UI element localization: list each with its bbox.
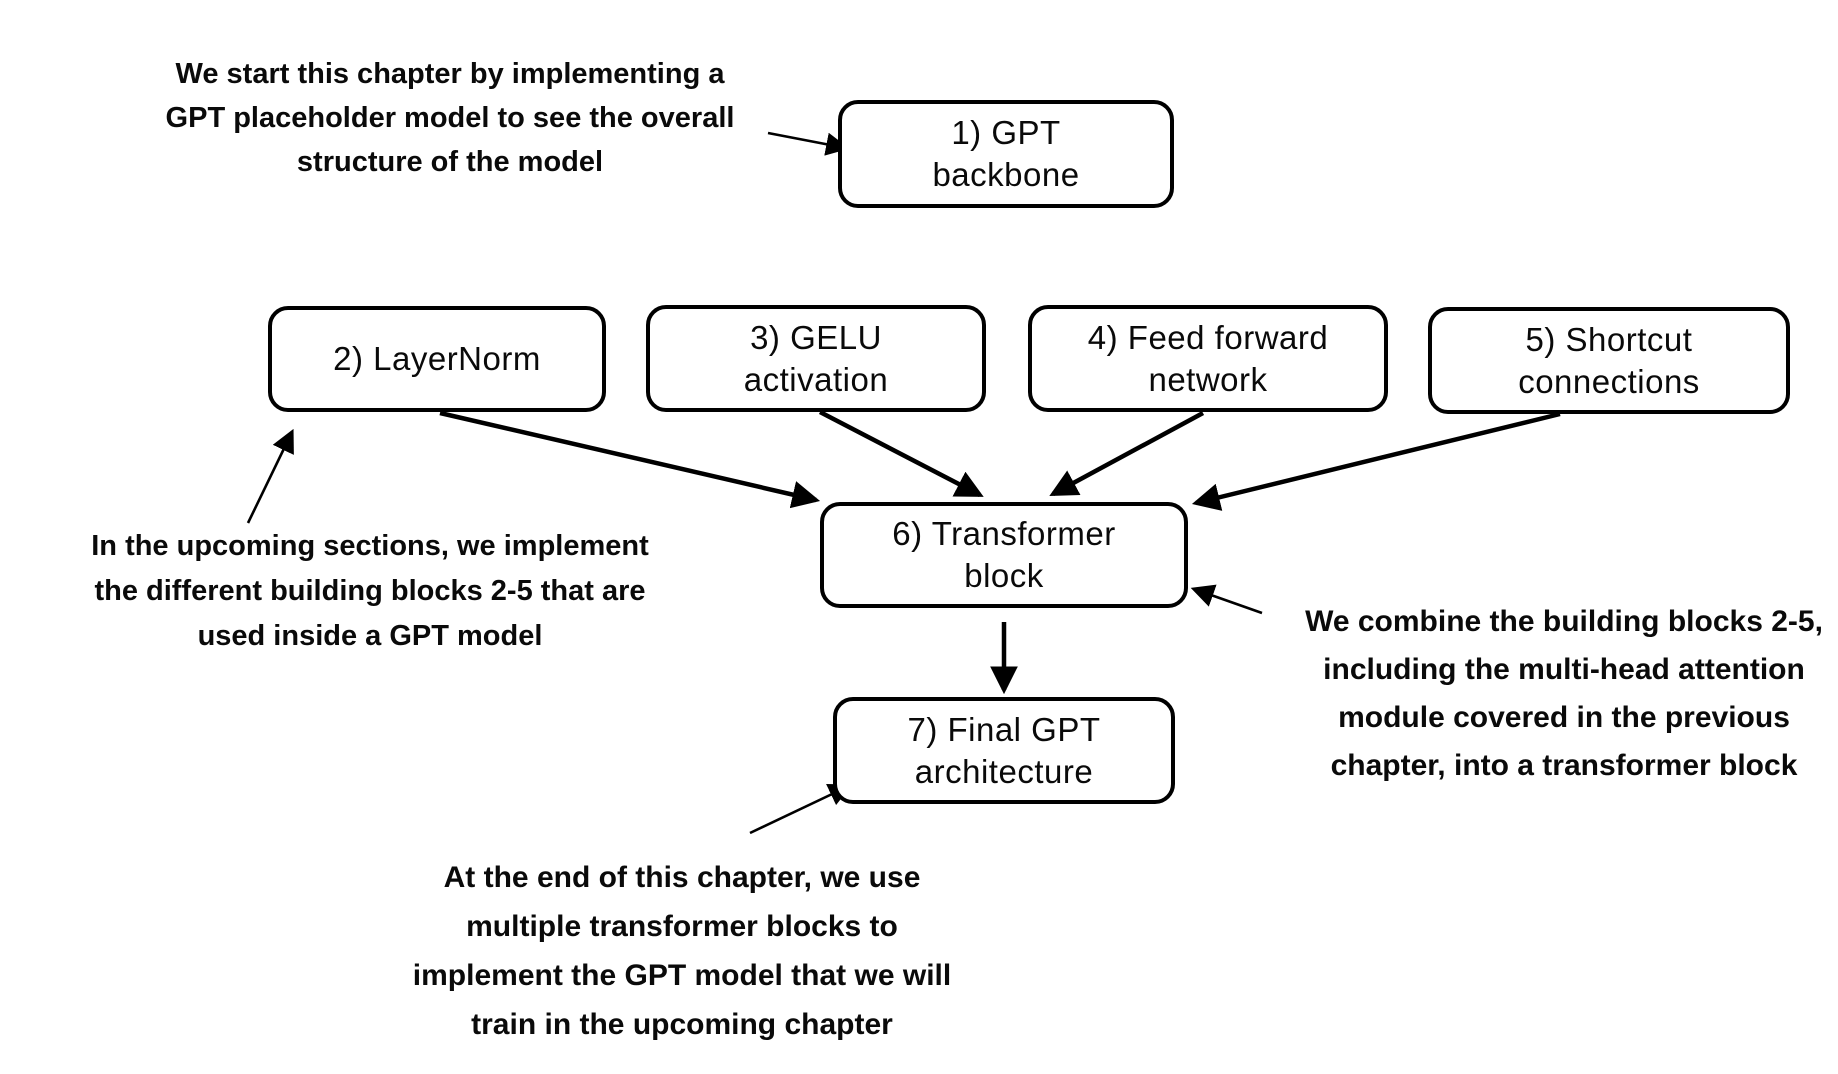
arrow-feedforward-to-transformer-block: [1049, 411, 1205, 496]
note-final-architecture: At the end of this chapter, we use multi…: [352, 853, 1012, 1049]
arrow-note-to-final-gpt: [749, 783, 853, 835]
box-feed-forward-network: 4) Feed forward network: [1028, 305, 1388, 412]
note-building-blocks: In the upcoming sections, we implement t…: [70, 524, 670, 659]
box-gelu-label-line1: 3) GELU: [750, 318, 882, 356]
note-final-architecture-line3: implement the GPT model that we will: [412, 959, 952, 992]
box-feedforward-label-line2: network: [1148, 360, 1268, 398]
note-building-blocks-line2: the different building blocks 2-5 that a…: [94, 575, 646, 607]
note-building-blocks-line1: In the upcoming sections, we implement: [91, 530, 649, 562]
note-gpt-backbone-line2: GPT placeholder model to see the overall: [165, 102, 735, 134]
note-gpt-backbone: We start this chapter by implementing a …: [140, 52, 760, 184]
box-gelu-label-line2: activation: [743, 360, 889, 398]
note-building-blocks-line3: used inside a GPT model: [197, 620, 543, 652]
note-final-architecture-line4: train in the upcoming chapter: [471, 1008, 893, 1041]
arrow-note-to-gpt-backbone: [767, 131, 850, 156]
box-shortcut-label-line2: connections: [1518, 362, 1700, 400]
box-shortcut-label-line1: 5) Shortcut: [1525, 320, 1693, 358]
box-final-gpt-label-line2: architecture: [914, 752, 1094, 790]
box-gpt-backbone-label-line1: 1) GPT: [951, 114, 1061, 151]
box-gpt-backbone: 1) GPT backbone: [838, 100, 1174, 208]
arrow-note-to-transformer-block: [1190, 584, 1263, 615]
note-transformer-block: We combine the building blocks 2-5, incl…: [1288, 598, 1838, 790]
note-final-architecture-line1: At the end of this chapter, we use: [443, 861, 921, 894]
arrow-shortcut-to-transformer-block: [1191, 411, 1561, 511]
note-transformer-line4: chapter, into a transformer block: [1330, 749, 1798, 782]
box-final-gpt-architecture: 7) Final GPT architecture: [833, 697, 1175, 804]
note-gpt-backbone-line3: structure of the model: [296, 146, 604, 178]
note-transformer-line3: module covered in the previous: [1338, 701, 1790, 734]
arrow-gelu-to-transformer-block: [818, 410, 984, 497]
note-gpt-backbone-line1: We start this chapter by implementing a: [175, 58, 725, 90]
box-layernorm: 2) LayerNorm: [268, 306, 606, 412]
arrow-note-to-layernorm: [246, 428, 294, 524]
box-shortcut-connections: 5) Shortcut connections: [1428, 307, 1790, 414]
box-gelu-activation: 3) GELU activation: [646, 305, 986, 412]
note-transformer-line1: We combine the building blocks 2-5,: [1305, 605, 1823, 638]
note-transformer-line2: including the multi-head attention: [1323, 653, 1805, 686]
box-transformer-label-line2: block: [964, 557, 1044, 594]
box-transformer-block: 6) Transformer block: [820, 502, 1188, 608]
arrow-layernorm-to-transformer-block: [439, 410, 821, 509]
box-transformer-label-line1: 6) Transformer: [892, 515, 1116, 552]
box-gpt-backbone-label-line2: backbone: [932, 156, 1080, 193]
box-layernorm-label: 2) LayerNorm: [333, 340, 541, 377]
box-final-gpt-label-line1: 7) Final GPT: [907, 710, 1101, 748]
note-final-architecture-line2: multiple transformer blocks to: [466, 910, 898, 943]
box-feedforward-label-line1: 4) Feed forward: [1087, 318, 1329, 356]
